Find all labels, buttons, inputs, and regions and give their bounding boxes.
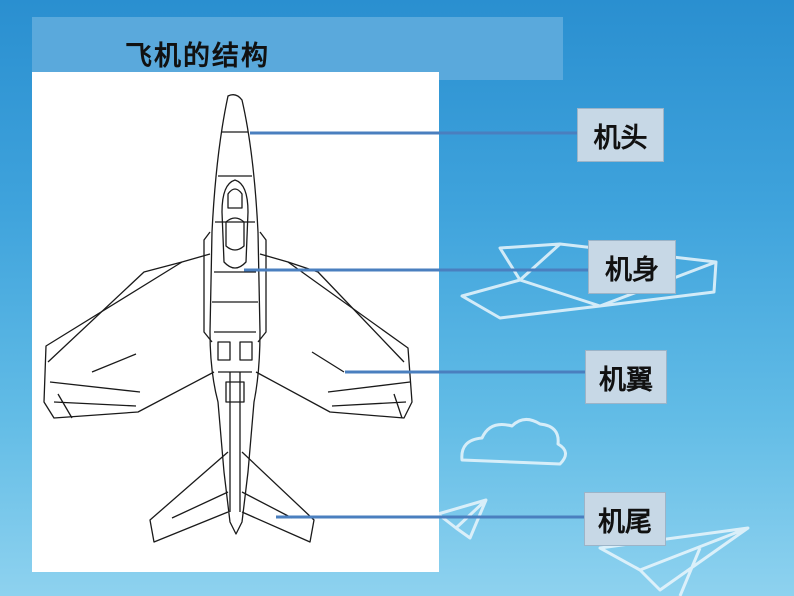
cockpit-canopy xyxy=(221,179,249,269)
slide-title: 飞机的结构 xyxy=(125,41,270,72)
paper-plane-icon xyxy=(436,498,488,540)
tail-detail xyxy=(171,491,293,519)
cloud-icon xyxy=(460,418,567,466)
label-nose: 机头 xyxy=(577,108,664,162)
right-wing-detail xyxy=(287,261,411,419)
intake-left xyxy=(217,341,231,361)
left-wing xyxy=(43,253,215,419)
right-tail xyxy=(241,451,315,543)
title-bar xyxy=(32,17,563,80)
right-wing xyxy=(255,253,413,419)
label-fuselage: 机身 xyxy=(588,240,676,294)
intake-left-wing xyxy=(203,231,213,343)
intake-right-wing xyxy=(257,231,267,343)
label-wing: 机翼 xyxy=(585,350,667,404)
intake-right xyxy=(239,341,253,361)
left-tail xyxy=(149,451,229,543)
left-wing-detail xyxy=(47,261,183,419)
canopy-frame xyxy=(225,188,245,251)
label-tail: 机尾 xyxy=(584,492,666,546)
airplane-drawing xyxy=(43,94,413,543)
airplane-diagram-panel xyxy=(32,72,439,572)
paper-plane-icon xyxy=(598,526,750,596)
fuselage-outline xyxy=(209,94,261,535)
fuselage-lines xyxy=(212,271,258,373)
nose-detail xyxy=(215,131,255,223)
center-line xyxy=(225,372,245,512)
